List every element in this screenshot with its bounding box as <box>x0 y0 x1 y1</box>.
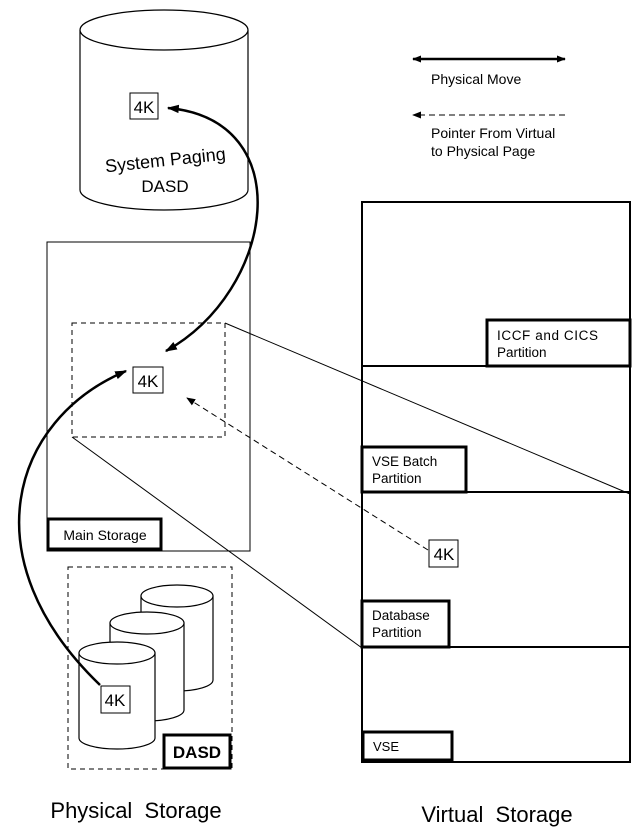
mapping-line-upper <box>224 322 631 495</box>
partition-label-line2: Partition <box>372 471 422 486</box>
dasd-page-box <box>100 685 131 714</box>
system-paging-dasd-cylinder: 4K System Paging DASD <box>79 9 249 211</box>
mapping-line-lower <box>71 436 363 649</box>
page-out-arrow <box>164 104 259 353</box>
dasd-group-box <box>67 566 233 770</box>
virtual-pointer-arrow <box>186 397 429 551</box>
dasd-group: 4K DASD <box>67 566 233 770</box>
legend-pointer-label-line1: Pointer From Virtual <box>431 125 555 141</box>
virtual-page-label: 4K <box>434 545 455 564</box>
page-frame-region <box>71 322 226 438</box>
main-storage-box <box>46 241 251 552</box>
legend: Physical Move Pointer From Virtual to Ph… <box>412 55 566 159</box>
legend-pointer-label-line2: to Physical Page <box>431 143 535 159</box>
dasd-page-label: 4K <box>105 691 126 710</box>
dasd-label: DASD <box>173 743 221 762</box>
partition-label-line1: VSE <box>373 739 399 754</box>
partition-label-line1: ICCF and CICS <box>497 328 599 343</box>
partition-label-line1: Database <box>372 608 430 623</box>
main-storage-page-box <box>132 366 164 394</box>
main-storage-label-box <box>46 517 163 551</box>
main-storage-label: Main Storage <box>63 527 146 543</box>
dasd-label-box <box>162 733 232 770</box>
virtual-storage: ICCF and CICS Partition VSE Batch Partit… <box>360 201 632 763</box>
partition-label-line1: VSE Batch <box>372 454 437 469</box>
paging-dasd-label-line2: DASD <box>141 177 188 196</box>
virtual-page-box <box>428 539 459 568</box>
main-storage: 4K Main Storage <box>46 241 251 552</box>
partition-label-line2: Partition <box>497 345 547 360</box>
partition-vse-batch: VSE Batch Partition <box>360 445 468 494</box>
paging-page-box <box>129 92 159 120</box>
legend-physical-move-label: Physical Move <box>431 71 521 87</box>
paging-page-label: 4K <box>134 98 155 117</box>
page-in-arrow <box>18 369 128 686</box>
caption-virtual-storage: Virtual Storage <box>421 802 572 827</box>
partition-database: Database Partition <box>360 599 451 649</box>
partition-vse: VSE <box>361 730 454 762</box>
caption-physical-storage: Physical Storage <box>50 798 221 823</box>
main-storage-page-label: 4K <box>138 372 159 391</box>
partition-label-line2: Partition <box>372 625 422 640</box>
partition-iccf-cics: ICCF and CICS Partition <box>485 318 632 368</box>
